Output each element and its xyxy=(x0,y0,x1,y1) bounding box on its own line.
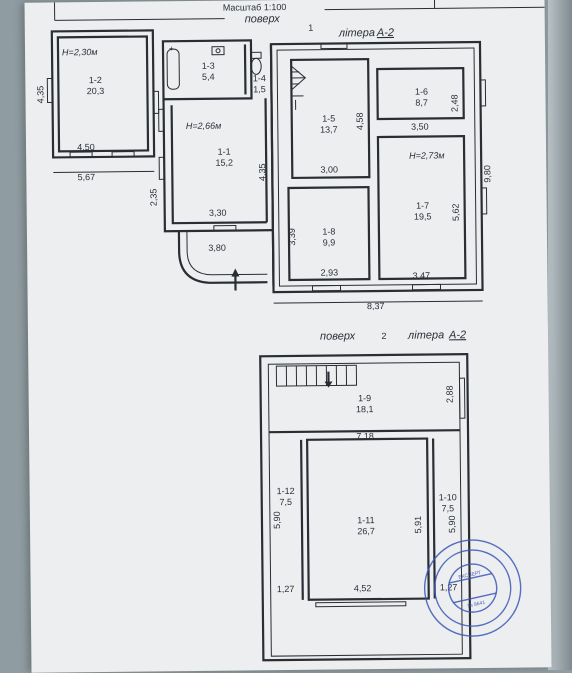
floor1-number: 1 xyxy=(308,23,313,33)
floor1-walls xyxy=(52,27,483,294)
room-1-2-id: 1-2 xyxy=(89,75,102,85)
scale-label: Масштаб 1:100 xyxy=(223,2,287,13)
dim-2-35: 2,35 xyxy=(148,189,158,207)
room-1-3-id: 1-3 xyxy=(202,61,215,71)
dim-4-58: 4,58 xyxy=(355,112,365,130)
floor-plan-sheet: Масштаб 1:100 поверх 1 літера А-2 xyxy=(25,0,552,673)
floor1-dimensions: 4,50 5,67 4,35 4,35 2,35 3,30 3,80 4,58 … xyxy=(35,81,493,315)
room-1-4-area: 1,5 xyxy=(253,84,266,94)
official-seal-stamp: ЕКСПЕРТ № 8641 xyxy=(415,531,530,646)
room-1-7-area: 19,5 xyxy=(414,211,432,221)
dim-3-47: 3,47 xyxy=(413,271,431,281)
bathtub-icon: + xyxy=(167,44,179,89)
floor2-title: поверх xyxy=(320,330,356,342)
room-1-5-id: 1-5 xyxy=(322,113,335,123)
dim-3-39: 3,39 xyxy=(287,228,297,246)
room-1-2-height: H=2,30м xyxy=(62,47,98,57)
room-1-9-id: 1-9 xyxy=(358,393,371,403)
dim-5-90-left: 5,90 xyxy=(272,511,282,529)
dim-3-50: 3,50 xyxy=(411,122,429,132)
room-1-12-area: 7,5 xyxy=(279,497,292,507)
sink-icon xyxy=(212,47,224,55)
floor1-litera-code: А-2 xyxy=(376,27,394,39)
room-1-6-area: 8,7 xyxy=(415,98,428,108)
dim-9-80: 9,80 xyxy=(482,165,492,183)
floor2-dimensions: 2,88 7,18 5,90 5,91 5,90 1,27 4,52 1,27 xyxy=(271,385,458,594)
room-1-8-area: 9,9 xyxy=(323,237,336,247)
room-1-12-id: 1-12 xyxy=(277,486,295,496)
room-1-11-area: 26,7 xyxy=(357,526,375,536)
dim-7-18: 7,18 xyxy=(356,431,374,441)
dim-4-35: 4,35 xyxy=(257,163,267,181)
room-1-2-area: 20,3 xyxy=(87,86,105,96)
dim-1-27: 1,27 xyxy=(277,584,295,594)
background-edge xyxy=(548,0,572,670)
dim-5-91: 5,91 xyxy=(413,516,423,534)
room-1-7-height: H=2,73м xyxy=(409,150,445,160)
room-1-3-area: 5,4 xyxy=(202,72,215,82)
dim-4-35-left: 4,35 xyxy=(35,86,45,104)
room-1-1-height: H=2,66м xyxy=(186,121,222,131)
room-1-10-id: 1-10 xyxy=(439,492,457,502)
dim-2-48: 2,48 xyxy=(449,94,459,112)
floor2-litera: літера xyxy=(407,329,444,341)
floor2-number: 2 xyxy=(381,331,386,341)
dim-3-30: 3,30 xyxy=(209,208,227,218)
room-1-9-area: 18,1 xyxy=(356,404,374,414)
floor-plan-drawing: Масштаб 1:100 поверх 1 літера А-2 xyxy=(25,0,552,673)
room-1-6-id: 1-6 xyxy=(415,87,428,97)
dim-5-67: 5,67 xyxy=(78,172,96,182)
dim-5-62: 5,62 xyxy=(451,203,461,221)
svg-text:+: + xyxy=(169,44,174,53)
dim-4-52: 4,52 xyxy=(354,583,372,593)
room-1-10-area: 7,5 xyxy=(442,503,455,513)
header-frame-line xyxy=(55,19,225,21)
room-1-11-id: 1-11 xyxy=(357,515,374,525)
room-1-8-id: 1-8 xyxy=(322,226,335,236)
dim-3-80: 3,80 xyxy=(208,243,226,253)
floor1-litera: літера xyxy=(338,27,375,39)
room-1-5-area: 13,7 xyxy=(320,124,338,134)
entrance-arrow-icon xyxy=(231,269,239,291)
dim-2-88: 2,88 xyxy=(445,385,455,403)
dim-5-90-right: 5,90 xyxy=(447,515,457,533)
floor2-litera-code: А-2 xyxy=(448,329,466,341)
dim-4-50: 4,50 xyxy=(77,142,95,152)
dim-2-93: 2,93 xyxy=(321,267,339,277)
floor1-title: поверх xyxy=(245,13,281,25)
room-1-1-area: 15,2 xyxy=(215,158,233,168)
room-1-4-id: 1-4 xyxy=(253,73,266,83)
room-1-1-id: 1-1 xyxy=(218,147,231,157)
dim-3-00: 3,00 xyxy=(320,164,338,174)
room-1-7-id: 1-7 xyxy=(416,201,429,211)
toilet-icon xyxy=(251,52,261,74)
